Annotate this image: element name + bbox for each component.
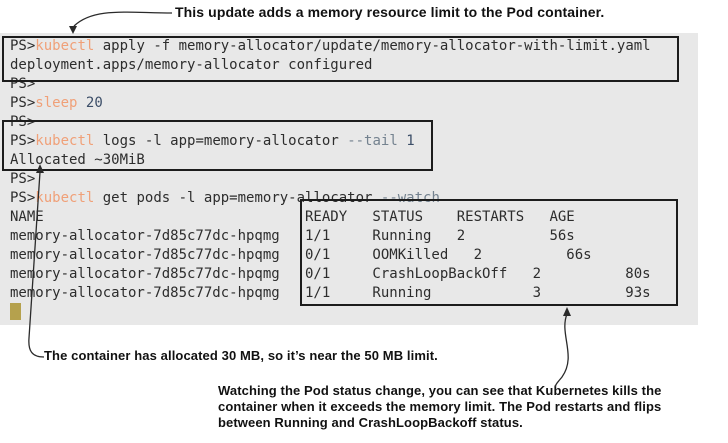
terminal-line: memory-allocator-7d85c77dc-hpqmg 1/1 Run… (10, 284, 694, 303)
terminal-line: PS> (10, 170, 694, 189)
terminal-line: PS> (10, 75, 694, 94)
terminal-text-segment: memory-allocator-7d85c77dc-hpqmg 0/1 OOM… (10, 247, 592, 263)
terminal-line: memory-allocator-7d85c77dc-hpqmg 0/1 OOM… (10, 246, 694, 265)
terminal-line: PS> (10, 113, 694, 132)
terminal-text-segment: PS> (10, 95, 36, 111)
terminal-text-segment: PS> (10, 76, 36, 92)
terminal-line: memory-allocator-7d85c77dc-hpqmg 1/1 Run… (10, 227, 694, 246)
terminal-line: PS>kubectl get pods -l app=memory-alloca… (10, 189, 694, 208)
terminal-text-segment: 1 (406, 133, 415, 149)
terminal-text-segment: PS> (10, 114, 36, 130)
terminal-line (10, 303, 694, 322)
terminal-text-segment: kubectl (35, 190, 95, 206)
terminal-line: deployment.apps/memory-allocator configu… (10, 56, 694, 75)
annotation-memory-limit: This update adds a memory resource limit… (175, 4, 605, 20)
terminal-cursor (10, 303, 21, 320)
annotation-allocated-memory: The container has allocated 30 MB, so it… (44, 348, 438, 363)
terminal-text-segment: memory-allocator-7d85c77dc-hpqmg 1/1 Run… (10, 228, 575, 244)
terminal-line: NAME READY STATUS RESTARTS AGE (10, 208, 694, 227)
terminal-text-segment (398, 133, 406, 149)
terminal-line: Allocated ~30MiB (10, 151, 694, 170)
terminal-text-segment (77, 95, 85, 111)
terminal-text-segment: --watch (380, 190, 440, 206)
annotation-watch-line2: container when it exceeds the memory lim… (218, 399, 662, 414)
terminal-line: PS>kubectl apply -f memory-allocator/upd… (10, 37, 694, 56)
terminal-text-segment: apply -f memory-allocator/update/memory-… (94, 38, 651, 54)
annotation-watch-line1: Watching the Pod status change, you can … (218, 383, 662, 398)
terminal-text-segment: deployment.apps/memory-allocator configu… (10, 57, 373, 73)
terminal-text-segment: PS> (10, 133, 36, 149)
terminal-line: PS>sleep 20 (10, 94, 694, 113)
terminal-text-segment: PS> (10, 190, 36, 206)
terminal-text-segment: Allocated ~30MiB (10, 152, 145, 168)
terminal-line: memory-allocator-7d85c77dc-hpqmg 0/1 Cra… (10, 265, 694, 284)
terminal-text-segment: NAME READY STATUS RESTARTS AGE (10, 209, 575, 225)
terminal-text-segment: PS> (10, 171, 36, 187)
terminal-text-segment: PS> (10, 38, 36, 54)
arrow-top-to-apply-box-icon (69, 11, 173, 34)
terminal-text-segment: 20 (85, 95, 103, 111)
annotation-watch-status: Watching the Pod status change, you can … (218, 383, 723, 431)
annotation-watch-line3: between Running and CrashLoopBackoff sta… (218, 415, 523, 430)
terminal-text-segment: --tail (347, 133, 398, 149)
terminal-output: PS>kubectl apply -f memory-allocator/upd… (10, 37, 694, 322)
terminal-text-segment: memory-allocator-7d85c77dc-hpqmg 1/1 Run… (10, 285, 651, 301)
terminal-text-segment: memory-allocator-7d85c77dc-hpqmg 0/1 Cra… (10, 266, 651, 282)
terminal-line: PS>kubectl logs -l app=memory-allocator … (10, 132, 694, 151)
terminal[interactable]: PS>kubectl apply -f memory-allocator/upd… (0, 33, 698, 325)
terminal-text-segment: logs -l app=memory-allocator (94, 133, 348, 149)
terminal-text-segment: sleep (35, 95, 78, 111)
terminal-text-segment: kubectl (35, 38, 95, 54)
terminal-text-segment: get pods -l app=memory-allocator (94, 190, 381, 206)
terminal-text-segment: kubectl (35, 133, 95, 149)
